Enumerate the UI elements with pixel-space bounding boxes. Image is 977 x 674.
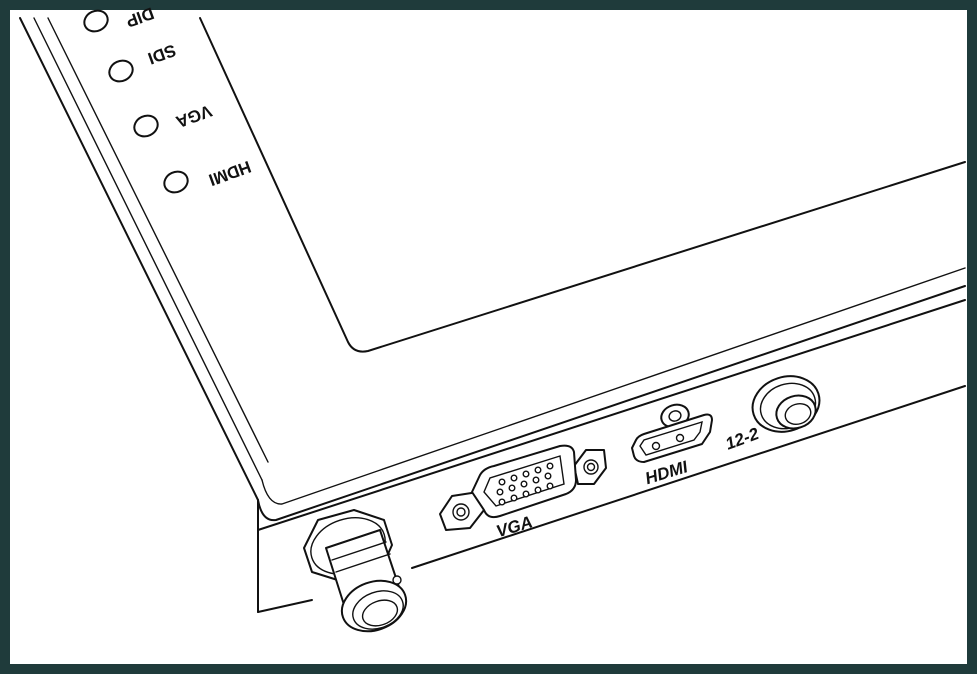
side-button-hdmi[interactable]: HDMI: [161, 157, 254, 196]
side-button-group: DIP SDI VGA HDMI: [81, 3, 254, 196]
bnc-connector[interactable]: [303, 509, 414, 640]
side-button-vga-label: VGA: [173, 101, 214, 131]
dc-power-label: 12-2: [723, 424, 762, 454]
dc-power-port[interactable]: 12-2: [723, 368, 827, 454]
vga-right-screw: [573, 449, 607, 485]
side-button-sdi[interactable]: SDI: [106, 40, 179, 85]
bottom-edge: [257, 599, 313, 613]
hdmi-port[interactable]: HDMI: [631, 401, 713, 488]
vga-port[interactable]: VGA: [439, 444, 607, 542]
side-button-sdi-label: SDI: [145, 40, 178, 68]
bezel-front-edge: [257, 285, 966, 522]
vga-left-screw: [439, 491, 485, 531]
side-button-vga[interactable]: VGA: [131, 101, 215, 140]
vga-pins: [496, 462, 554, 506]
bezel-outer-edge: [19, 17, 259, 501]
bezel-inner-edge-1: [33, 17, 263, 481]
screen-panel-edge: [199, 17, 966, 353]
bottom-edge-right: [411, 385, 966, 569]
side-button-hdmi-label: HDMI: [206, 157, 253, 190]
bezel-bottom-edge: [261, 267, 966, 505]
monitor-housing: [19, 17, 966, 613]
bezel-inner-edge-2: [47, 17, 269, 463]
side-button-dip[interactable]: DIP: [81, 3, 157, 35]
side-button-dip-label: DIP: [123, 3, 156, 31]
port-panel-top-edge: [257, 299, 966, 531]
